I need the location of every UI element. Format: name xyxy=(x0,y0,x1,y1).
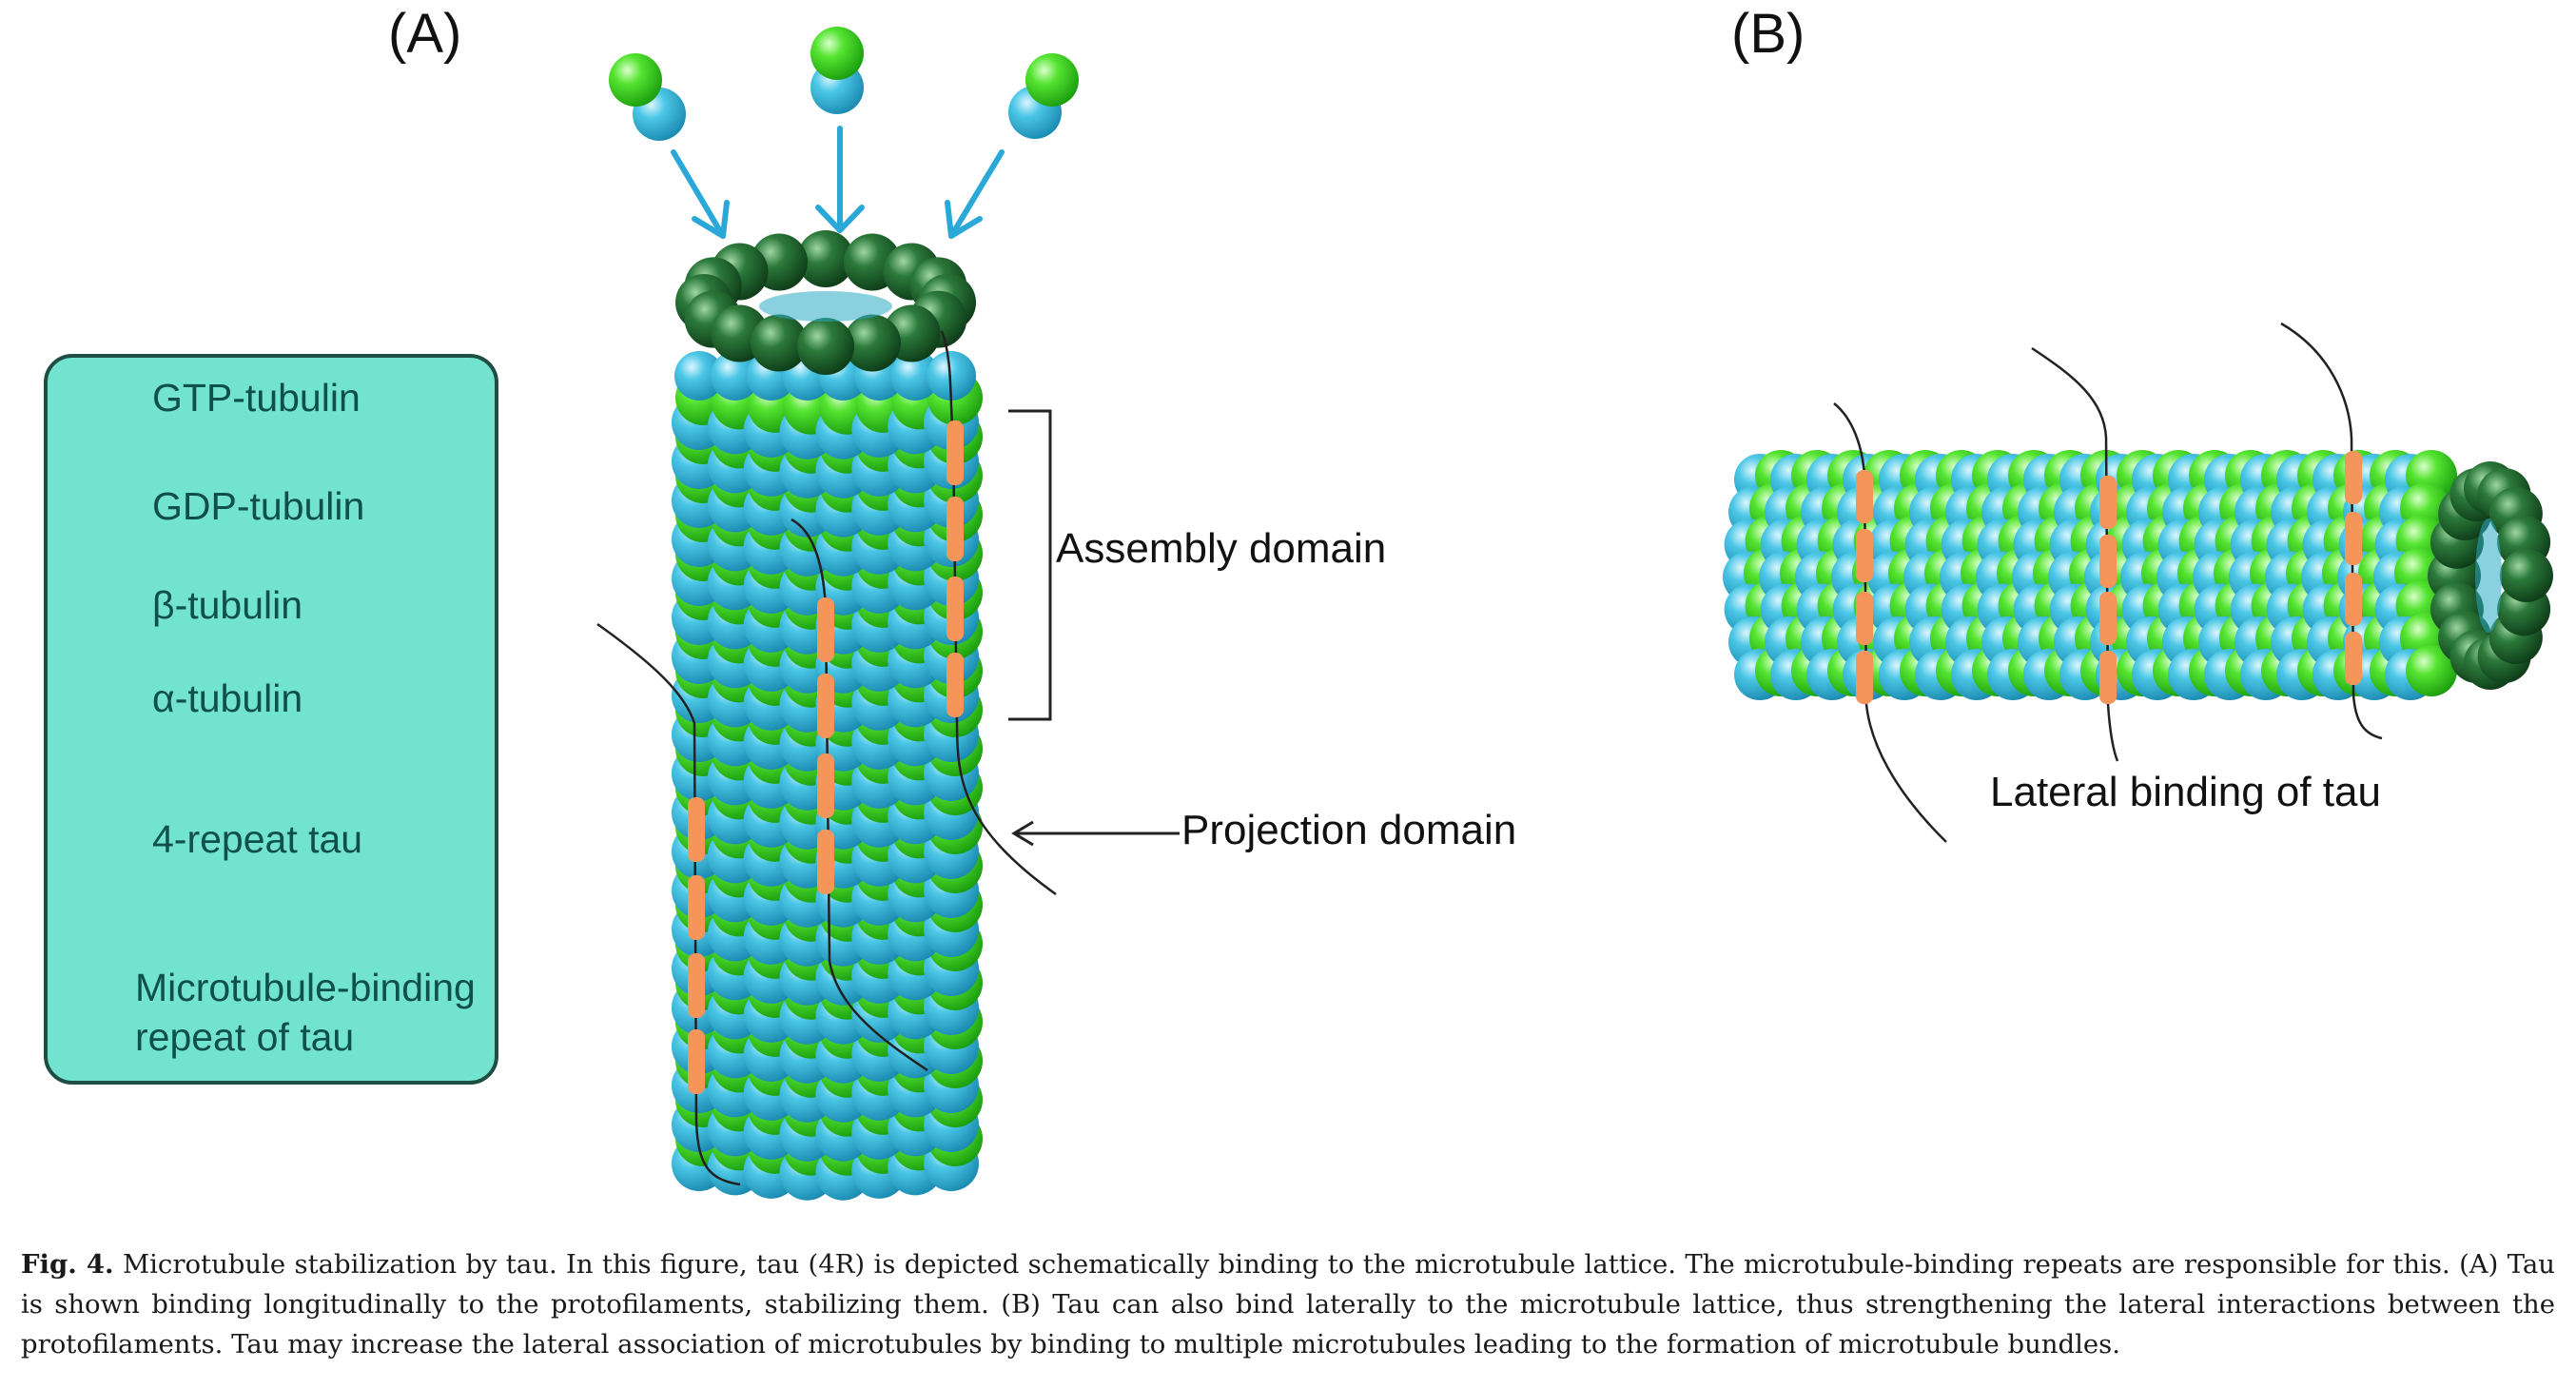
tau-repeat xyxy=(2099,535,2117,588)
tau-repeat xyxy=(688,875,705,940)
tau-repeat xyxy=(2345,451,2362,504)
tau-repeat xyxy=(2345,512,2362,565)
tau-repeat xyxy=(1856,529,1873,582)
caption-text: Microtubule stabilization by tau. In thi… xyxy=(21,1249,2556,1360)
assembly-domain-bracket xyxy=(1008,409,1052,721)
tau-repeat xyxy=(2345,573,2362,626)
tau-repeat xyxy=(2099,592,2117,645)
legend-label-beta: β-tubulin xyxy=(152,583,303,627)
microtubule-a xyxy=(596,230,1057,1201)
microtubule-diagram xyxy=(67,27,2553,1201)
caption-label: Fig. 4. xyxy=(21,1249,114,1280)
figure-caption: Fig. 4. Microtubule stabilization by tau… xyxy=(21,1244,2555,1364)
legend-label-gtp: GTP-tubulin xyxy=(152,376,361,420)
legend-box xyxy=(44,354,498,1085)
legend-label-repeat-2: repeat of tau xyxy=(135,1015,355,1059)
tau-repeat xyxy=(688,1029,705,1094)
panel-a-label: (A) xyxy=(388,3,462,65)
tau-repeat xyxy=(1856,651,1873,704)
tau-repeat xyxy=(2345,632,2362,685)
legend-label-gdp: GDP-tubulin xyxy=(152,484,365,528)
incoming-dimers xyxy=(609,27,1079,141)
tau-repeat xyxy=(1856,470,1873,523)
legend-label-alpha: α-tubulin xyxy=(152,676,303,720)
tau-repeat xyxy=(1856,592,1873,645)
microtubule-b xyxy=(1723,322,2553,843)
tau-repeat xyxy=(946,497,964,561)
legend-label-repeat-1: Microtubule-binding xyxy=(135,966,476,1009)
tau-repeat xyxy=(946,421,964,485)
tau-repeat xyxy=(2099,476,2117,529)
tau-repeat xyxy=(817,753,834,818)
tau-repeat xyxy=(817,674,834,738)
tau-repeat xyxy=(946,653,964,717)
tau-repeat xyxy=(946,577,964,641)
assembly-domain-label: Assembly domain xyxy=(1056,525,1387,572)
tau-repeat xyxy=(817,597,834,662)
assembly-arrows xyxy=(671,126,1005,239)
tau-repeat xyxy=(2099,651,2117,704)
tau-repeat xyxy=(688,953,705,1018)
lateral-binding-label: Lateral binding of tau xyxy=(1990,769,2381,815)
tau-repeat xyxy=(688,797,705,862)
legend-label-tau: 4-repeat tau xyxy=(152,817,363,861)
panel-b-label: (B) xyxy=(1731,3,1805,65)
projection-arrowhead xyxy=(1011,820,1034,847)
tau-repeat xyxy=(817,830,834,894)
projection-domain-label: Projection domain xyxy=(1181,807,1517,853)
